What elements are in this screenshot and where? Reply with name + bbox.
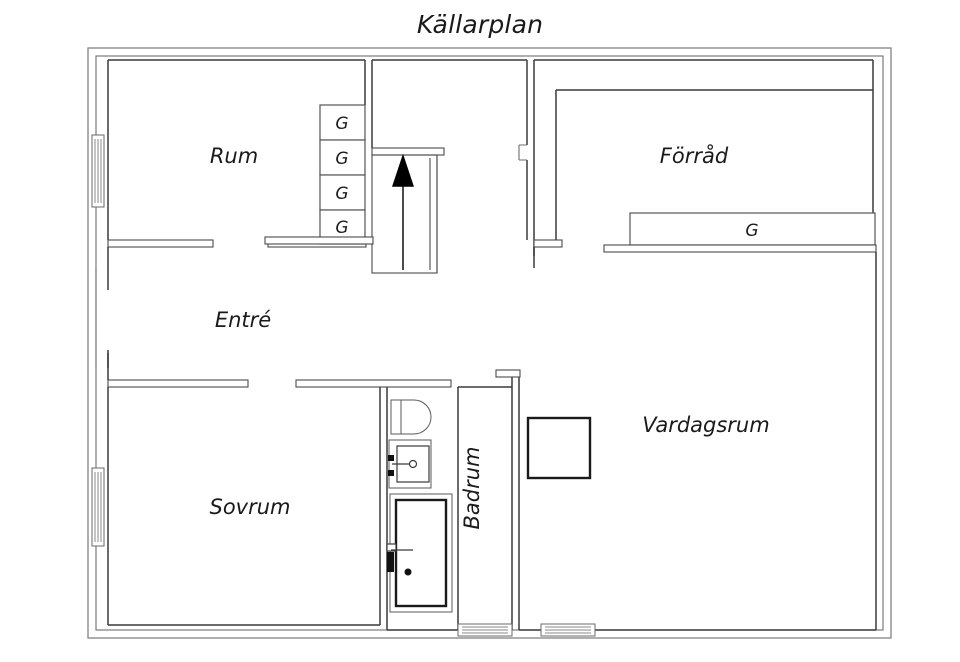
room-label-sovrum: Sovrum [209,495,290,519]
closet-forrad: G [603,212,877,253]
room-labels-group: Rum Entré Sovrum Badrum Förråd Vardagsru… [209,143,769,530]
window-sovrum-left-panes [94,472,102,542]
closet-label-rum-4: G [335,218,348,238]
closet-label-forrad: G [745,221,758,241]
forrad-closet-base-wall [603,244,877,253]
sink-tap-handle-top [388,455,394,461]
staircase-group [264,59,528,274]
room-badrum [386,375,513,631]
room-label-vardagsrum: Vardagsrum [642,413,769,437]
forrad-wall-bottom-stub [533,239,563,248]
stove-unit-icon[interactable] [526,416,592,480]
room-label-entre: Entré [215,308,271,332]
stair-landing-wall [371,147,445,156]
closet-box-rum-2[interactable] [319,139,366,176]
toilet-bowl [390,399,432,435]
shower-icon [386,493,453,613]
window-badrum-bottom-panes [462,626,508,634]
closet-label-rum-3: G [335,184,348,204]
sink-drain [408,459,418,469]
sink-tap-handle-bottom [388,470,394,476]
room-label-badrum: Badrum [460,446,484,529]
room-entre [95,268,109,368]
sovrum-wall-top-right [295,379,452,388]
outer-wall-group [87,47,892,639]
window-vardagsrum-bottom-icon [540,623,596,637]
windows-group [91,134,596,637]
closet-label-rum-1: G [335,114,348,134]
outer-wall-boundary [87,47,892,639]
stair-direction-arrow-icon [392,153,414,187]
room-label-forrad: Förråd [660,143,729,168]
room-vardagsrum [495,252,877,631]
page-title: Källarplan [416,10,544,39]
stair-bottom-wall-stub [264,236,374,245]
rum-wall-bottom-left [107,239,214,248]
outer-wall-inner-face [95,55,884,631]
vardagsrum-door-header [495,369,521,378]
window-vardagsrum-bottom-panes [545,626,591,634]
window-badrum-bottom-icon [457,623,513,637]
closet-stack-rum: G G G G [319,104,366,245]
window-rum-left-panes [94,139,102,203]
toilet-icon [390,399,432,435]
shower-mixer-body [386,543,397,552]
sovrum-wall-top-left [107,379,249,388]
shower-control-panel [387,552,394,572]
closet-box-forrad[interactable] [629,212,876,246]
stair-door-jamb [518,144,527,161]
window-rum-left-icon [91,134,105,208]
shower-drain [404,568,412,576]
shower-tray [394,498,448,608]
room-label-rum: Rum [210,144,258,168]
closet-label-rum-2: G [335,149,348,169]
room-sovrum [107,353,452,626]
window-sovrum-left-icon [91,467,105,547]
sink-icon [388,439,432,489]
closet-box-rum-1[interactable] [319,104,366,141]
